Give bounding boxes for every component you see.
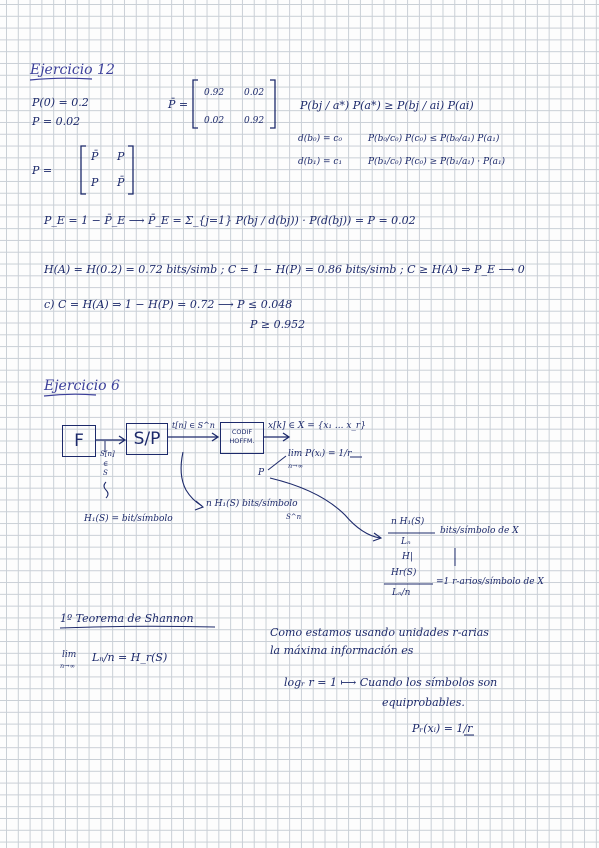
p-matrix-cell-12: P [117,150,125,163]
title-underline-shannon [59,625,216,629]
pr-xi: Pᵣ(xᵢ) = 1/r [412,722,473,735]
part-c-2: P ≥ 0.952 [250,318,306,331]
p-matrix-cell-21: P [91,176,99,189]
entropy-line: H(A) = H(0.2) = 0.72 bits/simb ; C = 1 −… [44,263,525,276]
frac2-denominator: Lₙ/n [392,588,411,598]
source-block-f: F [62,425,96,457]
shannon-lim: lim [62,650,77,660]
nh1s-label: n H₁(S) bits/símbolo [206,499,298,509]
ex6-title: Ejercicio 6 [44,378,120,394]
shannon-heading: 1º Teorema de Shannon [60,612,194,625]
p-matrix-cell-11: P̄ [91,150,99,163]
d1-def: d(b₁) = c₁ [298,157,343,167]
squiggle-s [103,481,109,499]
hr-relation: H| [402,552,413,562]
p-matrix-cell-22: P̄ [117,176,125,189]
s-set-label: S [103,469,108,477]
part-c: c) C = H(A) ⇒ 1 − H(P) = 0.72 ⟶ P ≤ 0.04… [44,298,293,311]
d0-inequality: P(b₀/c₀) P(c₀) ≤ P(b₀/a₁) P(a₁) [368,134,500,144]
title-underline-ex6 [43,393,97,397]
p-matrix-bracket-left [80,145,86,195]
matrix-cell-22: 0.92 [244,116,265,126]
frac2-numerator: Hr(S) [391,568,417,578]
h1s-label: H₁(S) = bit/símbolo [84,514,173,524]
title-underline-ex12 [29,77,93,81]
nh1s-sn: S^n [286,513,302,521]
t-n-label: t[n] ∈ S^n [172,421,215,430]
pe-equation: P_E = 1 − P̄_E ⟶ P̄_E = Σ_{j=1} P(bj / d… [44,214,416,227]
matrix-bracket-right [270,79,276,129]
shannon-formula: Lₙ/n = H_r(S) [92,651,168,664]
s-n-label: S[n] [100,450,115,458]
matrix-cell-21: 0.02 [204,116,225,126]
coder-line-2: HOFFM. [229,437,255,445]
shannon-lim-sub: n→∞ [60,662,76,670]
log-equation: logᵣ r = 1 ⟼ Cuando los símbolos son [284,676,498,689]
frac1-numerator: n H₁(S) [391,517,425,527]
ex12-p0: P(0) = 0.2 [32,96,89,109]
shannon-note-2: la máxima información es [270,644,414,657]
coder-block: CODIF HOFFM. [220,422,264,454]
matrix-cell-11: 0.92 [204,88,225,98]
arrow-p-up [267,455,287,471]
p-matrix-label: P = [32,164,53,177]
p-mark: P [258,468,265,478]
frac1-unit: bits/símbolo de X [440,526,519,536]
curve-p-to-frac [269,477,381,539]
d1-inequality: P(b₁/c₀) P(c₀) ≥ P(b₁/a₁) · P(a₁) [368,157,506,167]
rule-1: P(bj / a*) P(a*) ≥ P(bj / ai) P(ai) [300,99,474,112]
x-k-label: x[k] ∈ X = {x₁ ... x_r} [268,421,366,431]
frac2-unit: =1 r-arios/símbolo de X [436,577,544,587]
matrix-cell-12: 0.02 [244,88,265,98]
equiprobables: equiprobables. [382,696,465,709]
frac1-denominator: Lₙ [401,537,411,547]
sp-block: S/P [126,423,168,455]
s-in-label: ∈ [103,460,109,468]
ex12-p: P = 0.02 [32,115,81,128]
pbar-label: P̄ = [168,98,189,111]
lim-p-xi-sub: n→∞ [288,462,304,470]
p-matrix-bracket-right [128,145,134,195]
coder-line-1: CODIF [231,428,253,436]
lim-p-xi: lim P(xᵢ) = 1/r [288,449,352,459]
d0-def: d(b₀) = c₀ [298,134,343,144]
matrix-bracket-left [192,79,198,129]
shannon-note-1: Como estamos usando unidades r-arias [270,626,489,639]
curve-t-to-nh [180,451,203,507]
ex12-title: Ejercicio 12 [30,62,115,78]
